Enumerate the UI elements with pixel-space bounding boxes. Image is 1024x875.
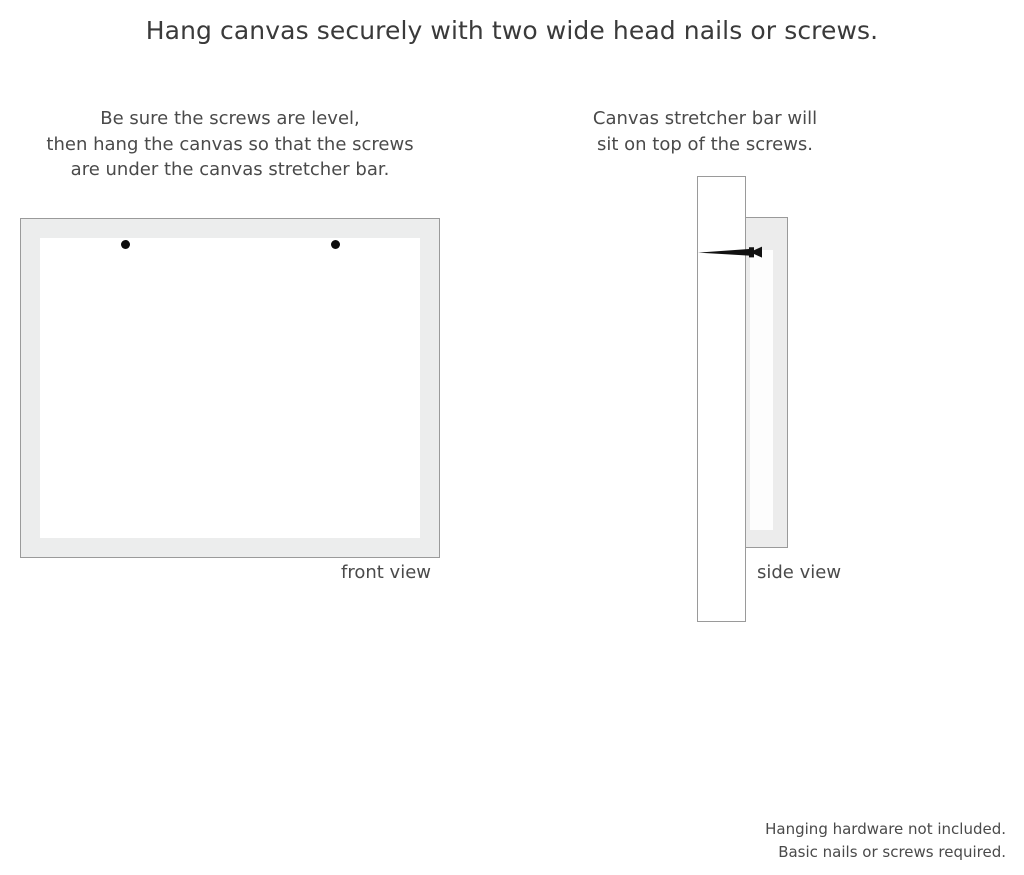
screw-head-right-icon — [331, 240, 340, 249]
side-caption-line-2: sit on top of the screws. — [596, 133, 814, 155]
front-view-caption: Be sure the screws are level, then hang … — [20, 106, 440, 183]
front-caption-line-2: then hang the canvas so that the screws — [46, 133, 414, 155]
screw-head-left-icon — [121, 240, 130, 249]
wall-surface — [697, 176, 746, 622]
side-caption-line-1: Canvas stretcher bar will — [592, 108, 818, 129]
nail-icon — [698, 244, 764, 260]
front-view-diagram — [20, 218, 440, 558]
front-caption-line-1: Be sure the screws are level, — [100, 108, 360, 129]
canvas-back-cavity — [750, 250, 773, 530]
canvas-face — [40, 238, 420, 538]
front-view-label: front view — [341, 562, 431, 583]
side-view-caption: Canvas stretcher bar will sit on top of … — [588, 106, 822, 157]
footer-line-2: Basic nails or screws required. — [778, 843, 1006, 861]
footer-note: Hanging hardware not included. Basic nai… — [765, 818, 1006, 864]
page-title: Hang canvas securely with two wide head … — [145, 16, 879, 45]
footer-line-1: Hanging hardware not included. — [765, 820, 1006, 838]
front-caption-line-3: are under the canvas stretcher bar. — [70, 159, 390, 180]
side-view-diagram — [697, 176, 792, 624]
side-view-label: side view — [757, 562, 842, 583]
